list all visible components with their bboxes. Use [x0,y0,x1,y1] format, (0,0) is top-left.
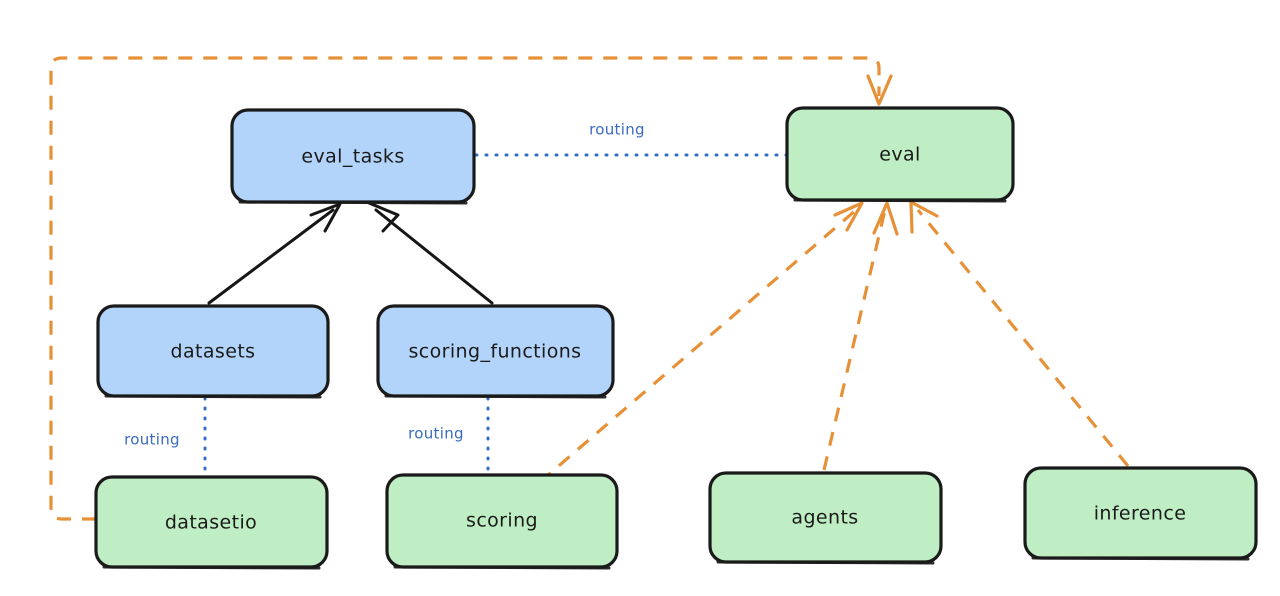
edge-agents-to-eval-arrowhead [872,201,899,236]
node-scoring-shape [385,473,619,569]
edge-label-routing-eval: routing [589,121,645,139]
edge-scoring_functions-to-eval_tasks-arrowhead [367,201,400,233]
node-agents[interactable]: agents [708,471,943,565]
node-inference-shape [1023,466,1258,560]
edge-datasets-to-eval_tasks [207,208,335,305]
node-datasets-label: datasets [171,341,256,363]
node-scoring_functions-shape [376,304,615,398]
node-eval_tasks[interactable]: eval_tasks [230,108,476,205]
edge-label-routing-scoring: routing [408,425,464,443]
edge-scoring-to-eval [538,208,858,484]
edge-scoring-to-eval-arrowhead [833,201,864,232]
node-datasets[interactable]: datasets [96,304,330,399]
edge-datasetio-to-eval-arrowhead [866,74,893,106]
node-inference-label: inference [1094,503,1187,525]
node-inference[interactable]: inference [1023,466,1258,561]
node-eval[interactable]: eval [785,106,1015,203]
edge-agents-to-eval [822,209,887,471]
node-scoring-label: scoring [466,510,538,532]
node-datasets-shape [96,304,330,398]
node-scoring_functions-label: scoring_functions [409,341,582,363]
node-datasetio-label: datasetio [165,512,257,534]
edge-layer [49,56,1130,521]
node-eval_tasks-shape [230,108,476,204]
edge-label-layer: routing routing routing [124,121,645,449]
node-datasetio-shape [94,475,329,569]
node-scoring_functions[interactable]: scoring_functions [376,304,615,399]
edge-scoring_functions-to-eval_tasks [374,208,494,305]
node-agents-shape [708,471,943,564]
node-datasetio[interactable]: datasetio [94,475,329,570]
node-agents-label: agents [791,507,858,529]
edge-label-routing-datasetio: routing [124,431,180,449]
edge-inference-to-eval [916,208,1130,468]
node-eval-shape [785,106,1015,202]
edge-datasets-to-eval_tasks-arrowhead [309,202,342,233]
node-eval-label: eval [879,144,920,166]
node-eval_tasks-label: eval_tasks [301,146,404,168]
node-scoring[interactable]: scoring [385,473,619,570]
